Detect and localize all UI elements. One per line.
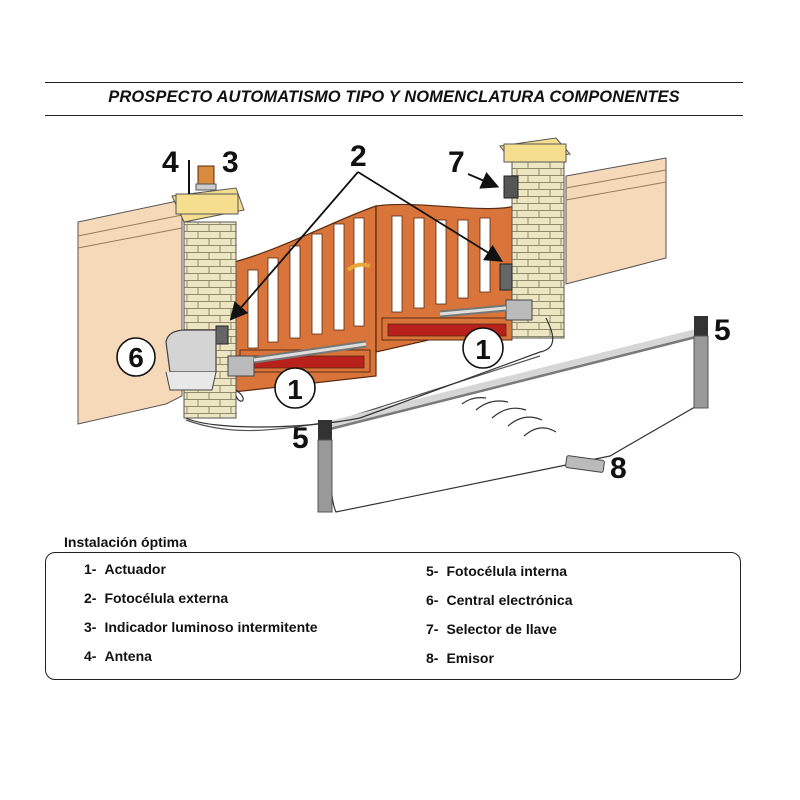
svg-text:4: 4 xyxy=(162,146,179,179)
callout-1-left: 1 xyxy=(274,367,316,409)
legend-item-5: 5- Fotocélula interna xyxy=(426,563,567,579)
legend-item-3: 3- Indicador luminoso intermitente xyxy=(84,619,318,635)
callout-7: 7 xyxy=(448,146,465,179)
svg-text:6: 6 xyxy=(128,342,144,373)
remote-transmitter xyxy=(565,455,605,473)
svg-text:8: 8 xyxy=(610,452,627,485)
legend-label: Actuador xyxy=(104,561,166,577)
legend-label: Central electrónica xyxy=(446,592,573,608)
photocell-beam xyxy=(329,328,701,431)
right-pillar xyxy=(499,137,571,339)
legend-number: 1- xyxy=(84,561,97,577)
callout-8: 8 xyxy=(610,452,627,485)
legend-label: Fotocélula externa xyxy=(104,590,229,606)
signal-waves xyxy=(461,397,557,437)
legend-item-8: 8- Emisor xyxy=(426,650,494,666)
page-title: PROSPECTO AUTOMATISMO TIPO Y NOMENCLATUR… xyxy=(108,88,680,106)
legend-number: 2- xyxy=(84,590,97,606)
legend-item-1: 1- Actuador xyxy=(84,561,166,577)
callout-5-right: 5 xyxy=(714,314,731,347)
legend-label: Emisor xyxy=(446,650,494,666)
svg-text:5: 5 xyxy=(292,422,309,455)
legend-subtitle: Instalación óptima xyxy=(64,534,187,550)
callout-5-left: 5 xyxy=(292,422,309,455)
callout-2: 2 xyxy=(350,140,367,173)
callout-4: 4 xyxy=(162,146,179,179)
callout-6: 6 xyxy=(116,337,156,377)
svg-text:7: 7 xyxy=(448,146,465,179)
callout-3: 3 xyxy=(222,146,239,179)
legend-number: 7- xyxy=(426,621,439,637)
svg-text:1: 1 xyxy=(475,334,491,365)
svg-text:2: 2 xyxy=(350,140,367,173)
svg-text:3: 3 xyxy=(222,146,239,179)
callout-arrows xyxy=(229,171,504,321)
legend-label: Selector de llave xyxy=(446,621,557,637)
legend-label: Antena xyxy=(104,648,152,664)
actuator-right xyxy=(439,299,533,321)
legend-item-6: 6- Central electrónica xyxy=(426,592,573,608)
background-wall-right xyxy=(565,157,667,285)
svg-text:1: 1 xyxy=(287,374,303,405)
legend-box: 1- Actuador 2- Fotocélula externa 3- Indica… xyxy=(45,552,741,680)
external-photocell-right xyxy=(499,263,513,291)
legend-item-7: 7- Selector de llave xyxy=(426,621,557,637)
top-rule xyxy=(45,82,743,83)
svg-text:5: 5 xyxy=(714,314,731,347)
legend-number: 6- xyxy=(426,592,439,608)
external-photocell-left xyxy=(215,325,229,345)
legend-number: 5- xyxy=(426,563,439,579)
legend-number: 3- xyxy=(84,619,97,635)
legend-item-4: 4- Antena xyxy=(84,648,152,664)
background-wall-left xyxy=(77,199,183,425)
flashing-light xyxy=(195,165,217,191)
internal-photocell-left xyxy=(317,420,333,513)
legend-number: 8- xyxy=(426,650,439,666)
title-underline xyxy=(45,115,743,116)
internal-photocell-right xyxy=(693,316,709,409)
control-unit xyxy=(165,329,217,391)
key-selector xyxy=(503,175,519,199)
actuator-left xyxy=(227,340,367,377)
legend-label: Indicador luminoso intermitente xyxy=(104,619,318,635)
legend-number: 4- xyxy=(84,648,97,664)
legend-label: Fotocélula interna xyxy=(446,563,568,579)
gate-right-leaf xyxy=(375,203,517,353)
legend-item-2: 2- Fotocélula externa xyxy=(84,590,228,606)
callout-1-right: 1 xyxy=(462,327,504,369)
